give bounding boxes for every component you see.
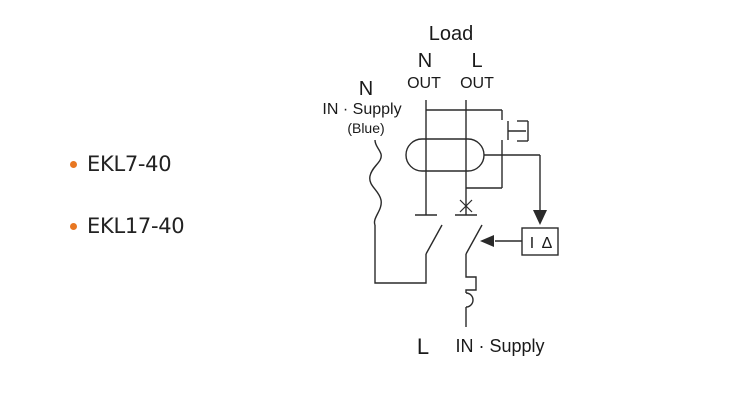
thermal-element bbox=[465, 254, 477, 293]
l-out-label: OUT bbox=[460, 75, 494, 92]
n-out-letter: N bbox=[418, 50, 432, 72]
l-in-label: IN · Supply bbox=[455, 336, 544, 356]
bullet-icon bbox=[70, 160, 77, 168]
model-label: EKL7-40 bbox=[87, 152, 172, 176]
n-winding-icon bbox=[369, 139, 382, 226]
test-button-icon bbox=[507, 120, 529, 142]
l-out-letter: L bbox=[471, 50, 482, 72]
arrow-left-icon bbox=[480, 235, 494, 247]
n-out-label: OUT bbox=[407, 75, 441, 92]
l-in-letter: L bbox=[417, 334, 429, 359]
trip-x-mark bbox=[459, 199, 473, 213]
load-label: Load bbox=[429, 23, 474, 45]
n-in-note: (Blue) bbox=[347, 120, 384, 136]
n-in-label: IN · Supply bbox=[322, 101, 401, 118]
model-item: EKL7-40 bbox=[70, 152, 172, 176]
l-switch-blade bbox=[465, 224, 483, 255]
n-supply-wire bbox=[374, 225, 427, 284]
magnetic-coil-icon bbox=[465, 292, 474, 308]
bullet-icon bbox=[70, 222, 77, 230]
relay-i-label: I bbox=[530, 235, 534, 252]
n-in-letter: N bbox=[359, 78, 373, 100]
relay-box bbox=[521, 227, 559, 256]
relay-delta-label: Δ bbox=[542, 235, 553, 252]
n-switch-blade bbox=[425, 224, 443, 255]
current-transformer bbox=[405, 138, 485, 172]
arrow-down-icon bbox=[533, 210, 547, 225]
model-label: EKL17-40 bbox=[87, 214, 185, 238]
model-item: EKL17-40 bbox=[70, 214, 185, 238]
